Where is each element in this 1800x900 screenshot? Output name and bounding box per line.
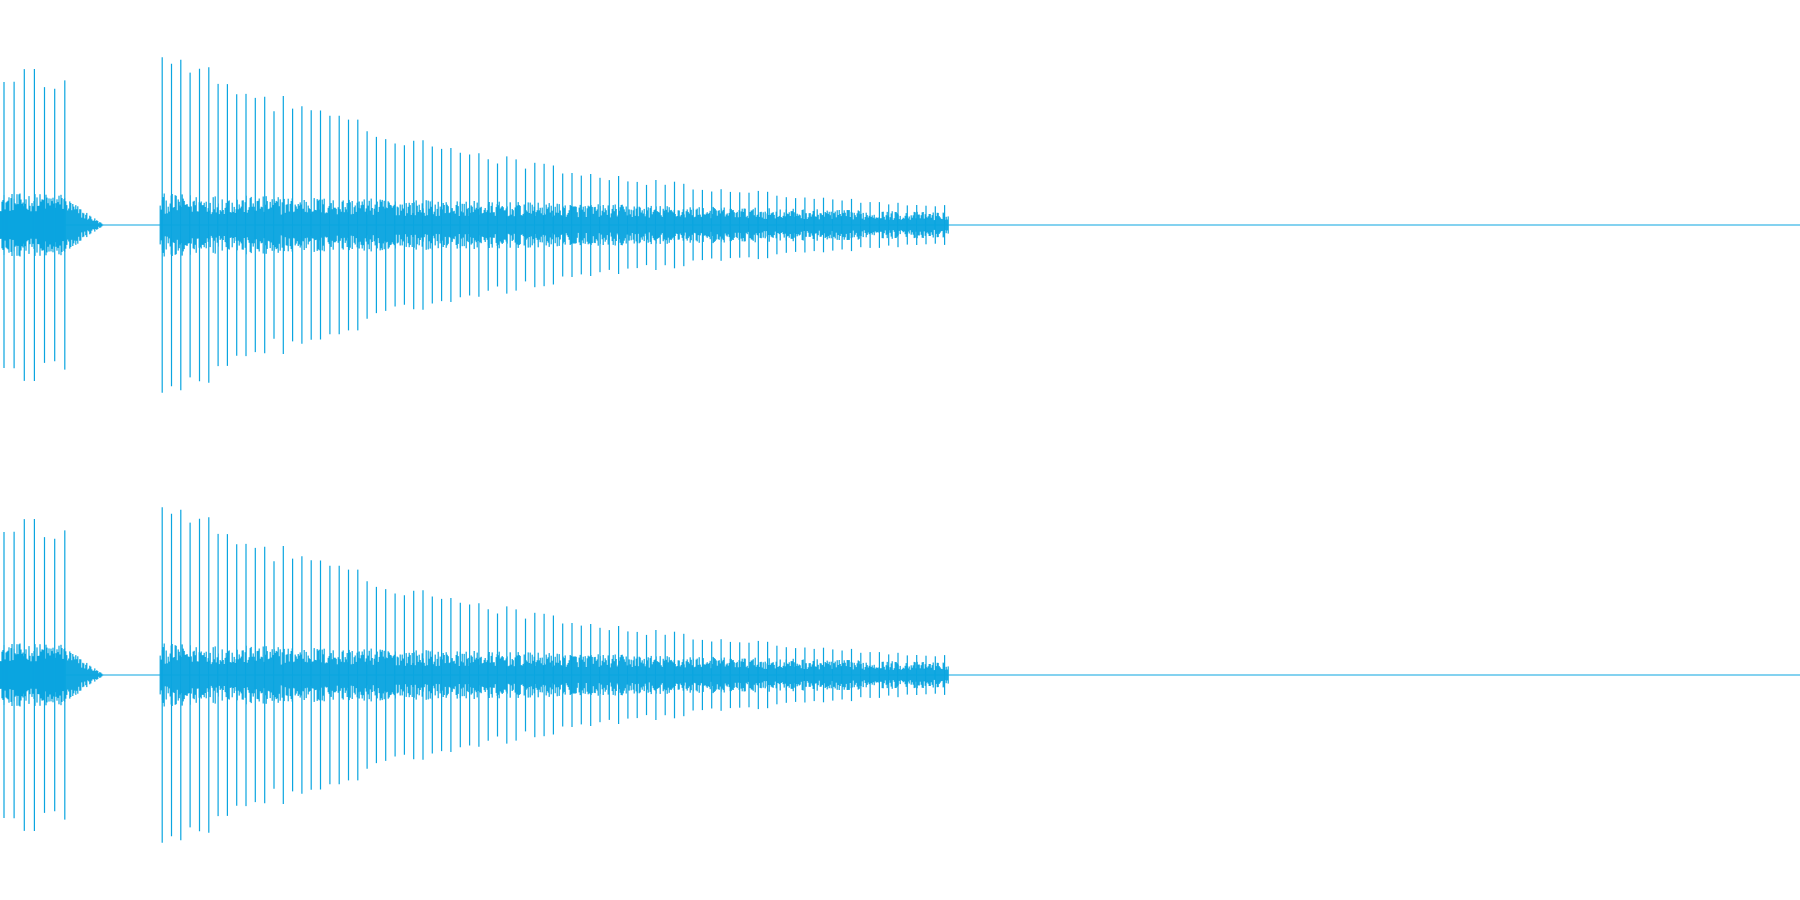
waveform-channel-left[interactable] xyxy=(0,0,1800,450)
waveform-right-bars xyxy=(0,507,949,843)
waveform-right-svg xyxy=(0,507,1800,843)
waveform-left-svg xyxy=(0,57,1800,393)
waveform-left-bars xyxy=(0,57,949,393)
waveform-channel-right[interactable] xyxy=(0,450,1800,900)
